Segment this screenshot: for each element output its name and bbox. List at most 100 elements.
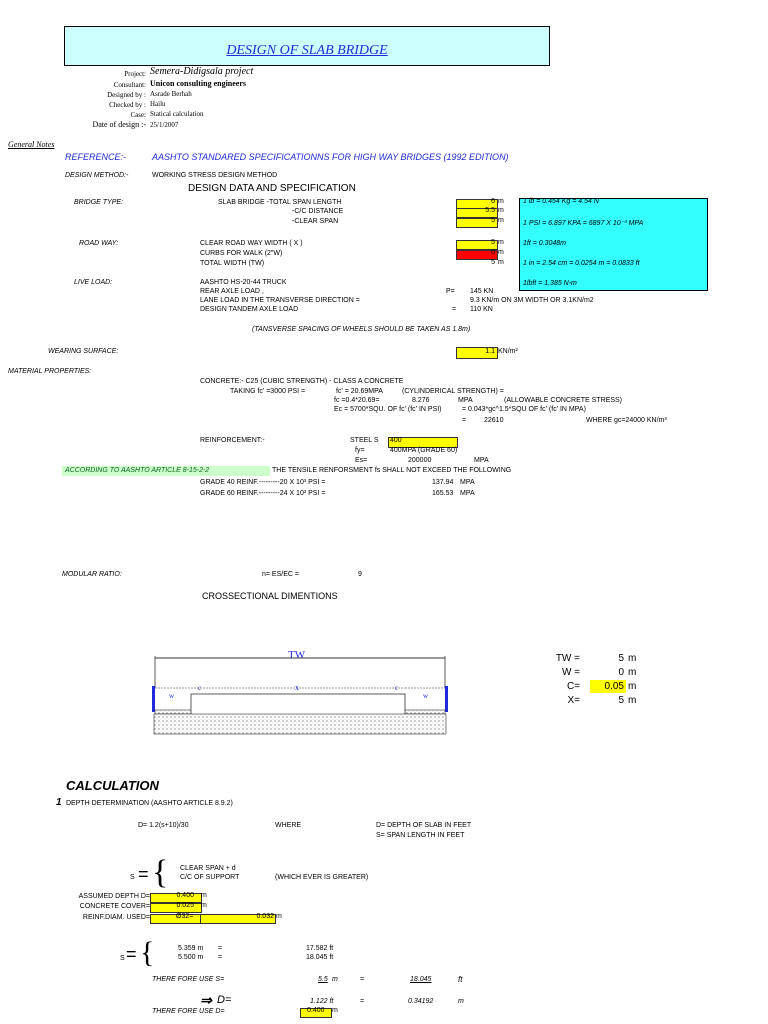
roadway-width-value: 5 [491, 239, 495, 246]
bridge-type-label: BRIDGE TYPE: [74, 199, 124, 206]
roadway-row-3: TOTAL WIDTH (TW) [200, 260, 265, 267]
cross-section-diagram [150, 648, 450, 740]
diam-symbol: Ø32= [176, 913, 194, 920]
bridge-row-2: -C/C DISTANCE [292, 208, 344, 215]
steel-label: STEEL S [350, 437, 379, 444]
concrete-l3c: MPA [458, 397, 473, 404]
roadway-label: ROAD WAY: [79, 240, 119, 247]
conversion-box [519, 198, 708, 291]
case-value: Statical calculation [150, 110, 204, 118]
cc-distance-cell[interactable] [456, 208, 498, 218]
concrete-line-1: CONCRETE:- C25 (CUBIC STRENGTH) - CLASS … [200, 378, 404, 385]
live-load-line-2: REAR AXLE LOAD , [200, 288, 264, 295]
bridge-row-1: SLAB BRIDGE -TOTAL SPAN LENGTH [218, 199, 342, 206]
clear-span-unit: m [498, 217, 504, 224]
use-s-m: 5.5 [318, 976, 328, 983]
material-label: MATERIAL PROPERTIES: [8, 368, 92, 375]
use-s-eq: = [360, 976, 365, 983]
curbs-cell[interactable] [456, 250, 498, 260]
grade-40-unit: MPA [460, 479, 475, 486]
assumed-depth-cell[interactable] [150, 893, 202, 903]
design-method-value: WORKING STRESS DESIGN METHOD [152, 172, 278, 179]
use-d-unit: m [332, 1007, 338, 1014]
s-calc-1-eq: = [218, 945, 223, 952]
assumed-depth-label: ASSUMED DEPTH D= [78, 893, 150, 900]
s-calc-2-eq: = [218, 954, 223, 961]
use-s-label: THERE FORE USE S= [152, 976, 225, 983]
steel-cell[interactable] [388, 437, 458, 448]
concrete-l5a: = [462, 417, 467, 424]
conversion-5: 1lbft = 1.385 N-m [523, 280, 577, 287]
modular-eq: n= ES/EC = [262, 571, 299, 578]
where-s: S= SPAN LENGTH IN FEET [376, 832, 465, 839]
s-calc-1-ft: 17.582 ft [306, 945, 334, 952]
designed-value: Asrade Berhah [150, 90, 192, 98]
project-label: Project: [124, 70, 146, 78]
s-brace: { [152, 854, 169, 891]
es-value: 200000 [408, 457, 432, 464]
grade-60-text: GRADE 60 REINF.---------24 X 10³ PSI = [200, 490, 326, 497]
cover-cell[interactable] [150, 903, 202, 913]
concrete-l4b: = 0.043*gc^1.5*SQU OF fc' (fc' IN MPA) [462, 406, 586, 413]
cross-section-title: CROSSECTIONAL DIMENTIONS [202, 591, 338, 601]
grade-40-text: GRADE 40 REINF.---------20 X 10³ PSI = [200, 479, 326, 486]
concrete-l4a: Ec = 5700*SQU. OF fc' (fc' IN PSI) [334, 406, 442, 413]
span-length-unit: m [498, 198, 504, 205]
s-option-1: CLEAR SPAN + d [180, 865, 236, 872]
tensile-text: THE TENSILE RENFORSMENT fs SHALL NOT EXC… [272, 467, 512, 474]
d-result-ft: 1.122 ft [310, 998, 334, 1005]
where-d: D= DEPTH OF SLAB IN FEET [376, 822, 472, 829]
date-value: 25/1/2007 [150, 121, 179, 129]
title-box [64, 26, 550, 66]
calculation-title: CALCULATION [66, 778, 159, 793]
data-header: DESIGN DATA AND SPECIFICATION [188, 183, 356, 194]
grade-60-unit: MPA [460, 490, 475, 497]
diagram-c-right: c [395, 684, 399, 692]
es-label: Es= [355, 457, 368, 464]
d-result-eq: = [360, 998, 365, 1005]
diagram-c-left: c [198, 684, 202, 692]
s-calc-brace: { [140, 936, 155, 969]
rear-axle-sym: P= [446, 288, 455, 295]
d-result-sym: D= [217, 994, 232, 1006]
use-s-fu: ft [458, 975, 463, 984]
assumed-depth-unit: m [201, 892, 207, 899]
page-title: DESIGN OF SLAB BRIDGE [226, 43, 388, 58]
aashto-article: ACCORDING TO AASHTO ARTICLE 8-15-2-2 [65, 467, 210, 474]
live-load-line-1: AASHTO HS-20-44 TRUCK [200, 279, 287, 286]
wearing-value: 1.1 [485, 348, 495, 355]
concrete-l5b: 22610 [484, 417, 504, 424]
diam-value-cell[interactable] [200, 914, 276, 924]
modular-value: 9 [358, 571, 362, 578]
dim-x-value: 5 [618, 695, 624, 706]
wearing-unit: KN/m² [498, 348, 518, 355]
fy-value: 400MPA (GRADE 60) [390, 447, 458, 454]
roadway-row-2: CURBS FOR WALK (2"W) [200, 250, 283, 257]
dim-tw-value: 5 [618, 653, 624, 664]
roadway-width-cell[interactable] [456, 240, 498, 250]
concrete-l2a: TAKING fc' =3000 PSI = [230, 388, 306, 395]
concrete-l2b: fc' = 20.69MPA [336, 388, 383, 395]
s-note: (WHICH EVER IS GREATER) [275, 874, 369, 881]
s-calc-1-m: 5.359 m [178, 945, 204, 952]
dim-c-value: 0.05 [604, 681, 624, 692]
bridge-row-3: -CLEAR SPAN [292, 218, 339, 225]
d-formula: D= 1.2(s+10)/30 [138, 822, 189, 829]
dim-c-cell[interactable] [590, 680, 626, 693]
use-s-ft: 18.045 [410, 976, 432, 983]
conversion-4: 1 in = 2.54 cm = 0.0254 m = 0.0833 ft [523, 260, 640, 267]
wearing-cell[interactable] [456, 347, 498, 359]
cover-value: 0.025 [176, 902, 194, 909]
clear-span-cell[interactable] [456, 218, 498, 228]
aashto-highlight [62, 466, 270, 476]
diam-label: REINF.DIAM. USED= [82, 914, 150, 921]
dim-w-unit: m [628, 667, 637, 678]
conversion-3: 1ft = 0.3048m [523, 240, 567, 247]
modular-label: MODULAR RATIO: [62, 571, 122, 578]
design-method-label: DESIGN METHOD:- [65, 172, 129, 179]
s-symbol: S [130, 874, 135, 881]
use-s-mu: m [332, 976, 338, 983]
cover-label: CONCRETE COVER= [79, 903, 150, 910]
where-label: WHERE [275, 822, 302, 829]
use-d-cell[interactable] [300, 1008, 332, 1018]
